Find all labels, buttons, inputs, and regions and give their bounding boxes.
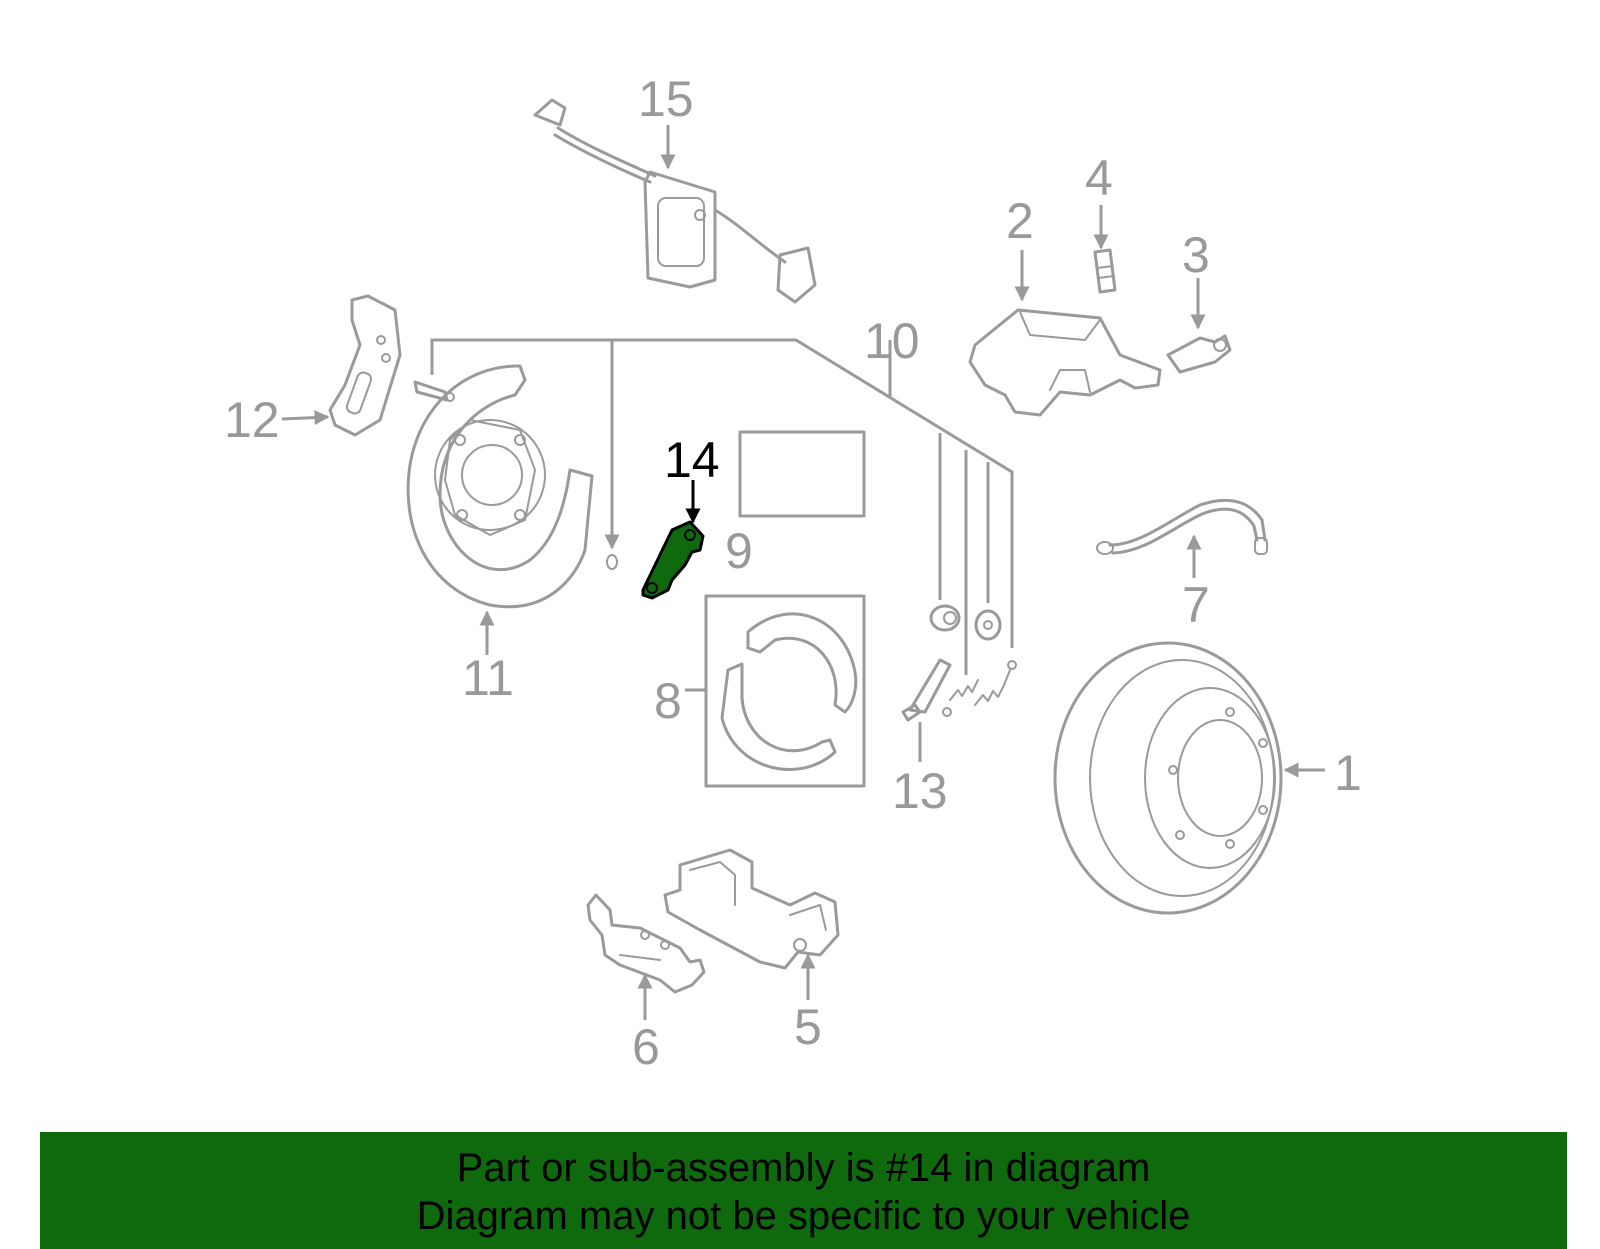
part-3-bolt[interactable] (1166, 334, 1232, 374)
footer-line-1: Part or sub-assembly is #14 in diagram (456, 1146, 1151, 1190)
callout-8: 8 (654, 673, 682, 729)
footer-banner: Part or sub-assembly is #14 in diagram D… (40, 1132, 1567, 1249)
callout-14: 14 (664, 432, 720, 488)
part-10-clip[interactable] (606, 554, 618, 570)
part-11-backing-plate[interactable] (406, 364, 594, 609)
leader-12 (281, 410, 330, 426)
callout-1: 1 (1334, 745, 1362, 801)
callout-11: 11 (462, 650, 514, 706)
callout-2: 2 (1006, 193, 1034, 249)
part-8-brake-shoes[interactable] (704, 594, 866, 788)
part-15-sensor-cable[interactable] (533, 98, 817, 304)
footer-line-2: Diagram may not be specific to your vehi… (416, 1194, 1191, 1238)
callout-15: 15 (638, 71, 694, 127)
part-7-brake-hose[interactable] (1096, 498, 1268, 555)
part-13-hardware[interactable] (901, 604, 1017, 722)
callout-7: 7 (1182, 577, 1210, 633)
part-4-bleeder[interactable] (1093, 248, 1117, 294)
callout-10: 10 (864, 313, 920, 369)
part-14-strut-highlighted[interactable] (641, 520, 705, 600)
part-5-caliper-bracket[interactable] (663, 848, 840, 970)
callout-4: 4 (1085, 150, 1113, 206)
callout-12: 12 (224, 392, 280, 448)
part-9-kit-box[interactable] (738, 430, 866, 518)
part-1-rotor[interactable] (1053, 641, 1283, 915)
callout-6: 6 (632, 1019, 660, 1075)
callout-3: 3 (1182, 227, 1210, 283)
leader-10-tree (430, 338, 1014, 675)
part-10-pin[interactable] (413, 380, 455, 402)
part-2-caliper[interactable] (968, 308, 1162, 417)
callout-9: 9 (725, 523, 753, 579)
part-6-brake-pad[interactable] (586, 893, 706, 994)
callout-5: 5 (794, 999, 822, 1055)
part-12-bracket[interactable] (328, 294, 402, 437)
callout-13: 13 (892, 763, 948, 819)
